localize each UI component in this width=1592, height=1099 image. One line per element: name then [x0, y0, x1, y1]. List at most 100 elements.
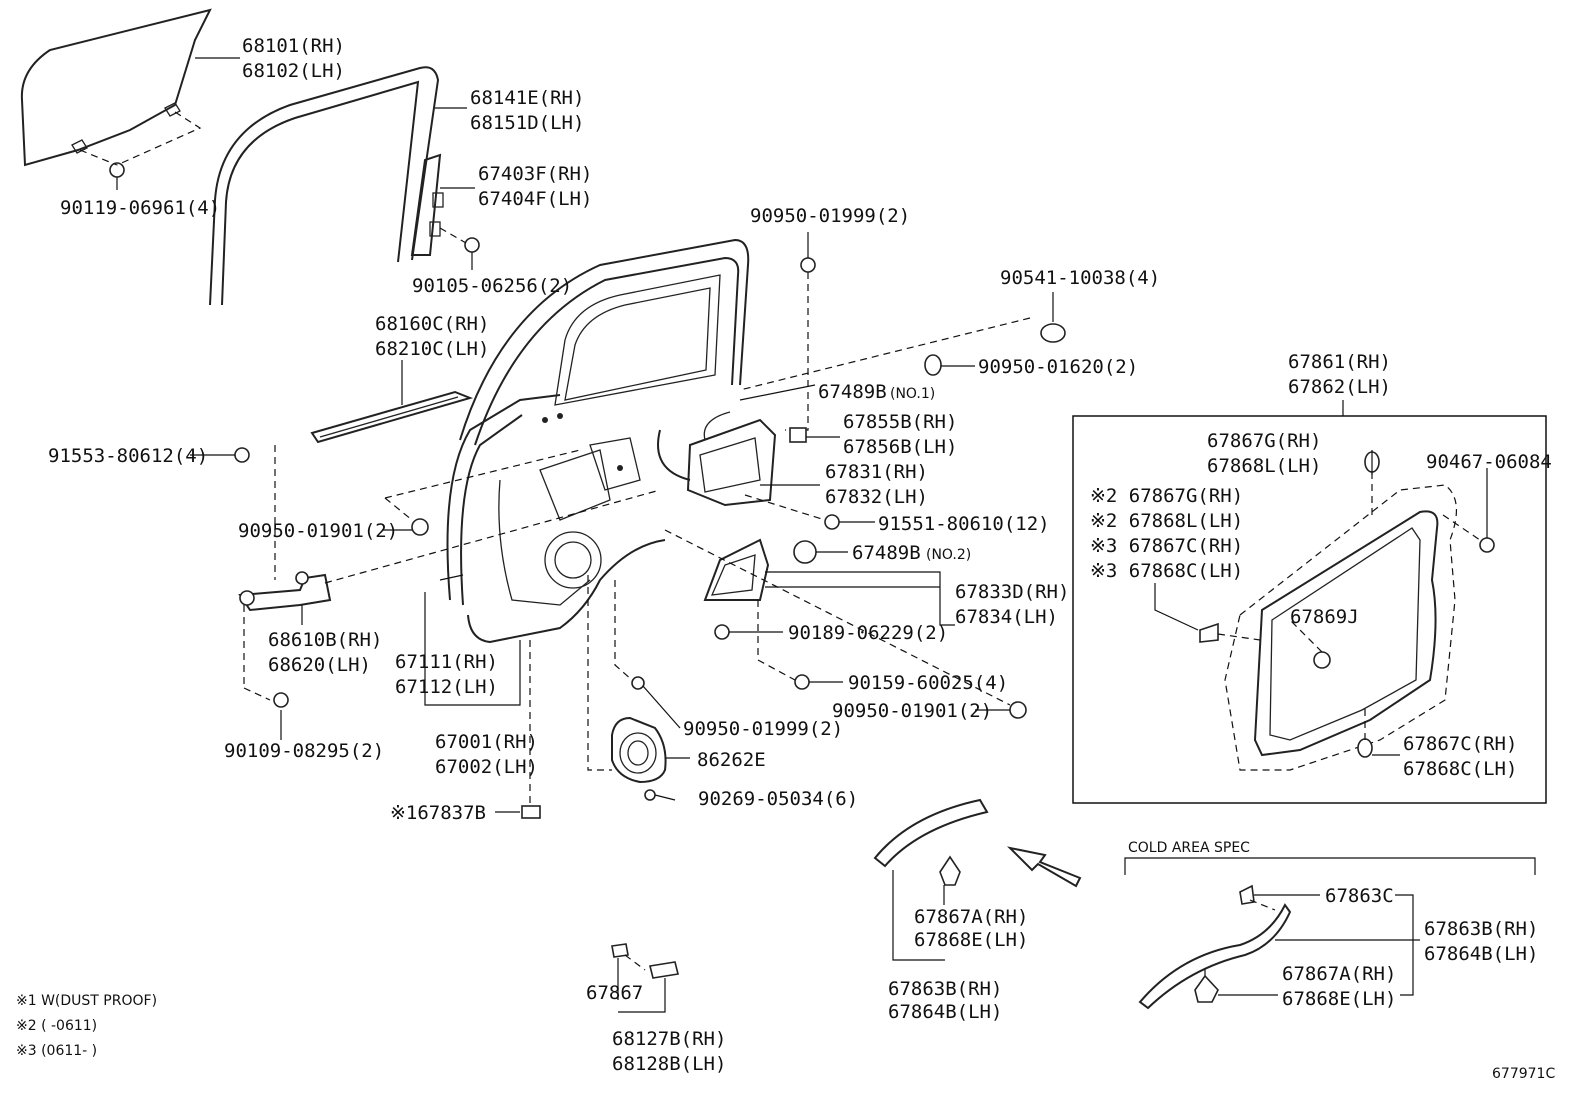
label-67403f: 67403F(RH)	[478, 163, 592, 185]
label-67867g-a: 67867G(RH)	[1207, 430, 1321, 452]
grommet-90950-01620-icon	[924, 354, 942, 376]
label-67856b: 67856B(LH)	[843, 436, 957, 458]
label-67867c-c: 67867C(RH)	[1403, 733, 1517, 755]
label-67868l-a: 67868L(LH)	[1207, 455, 1321, 477]
label-67489b-no2: 67489B	[852, 542, 921, 564]
label-67868c-c: 67868C(LH)	[1403, 758, 1517, 780]
label-68141e: 68141E(RH)	[470, 87, 584, 109]
label-67837b: ※167837B	[390, 802, 486, 824]
bolt-91553-icon	[234, 447, 250, 463]
note-2: ※2 ( -0611)	[16, 1018, 97, 1034]
note-3: ※3 (0611- )	[16, 1043, 97, 1059]
small-plug	[611, 943, 679, 979]
label-no1: (NO.1)	[890, 386, 935, 402]
label-67831: 67831(RH)	[825, 461, 928, 483]
clip-90950-01901-left-icon	[411, 518, 429, 536]
label-90105: 90105-06256(2)	[412, 275, 572, 297]
label-67867c-b: ※3 67867C(RH)	[1090, 535, 1243, 557]
label-67112: 67112(LH)	[395, 676, 498, 698]
label-90159: 90159-60025(4)	[848, 672, 1008, 694]
label-cold-area-spec: COLD AREA SPEC	[1128, 840, 1250, 856]
label-67867g-b: ※2 67867G(RH)	[1090, 485, 1243, 507]
label-67861: 67861(RH)	[1288, 351, 1391, 373]
label-90950-01901-left: 90950-01901(2)	[238, 520, 398, 542]
label-67863b-b: 67863B(RH)	[1424, 918, 1538, 940]
weatherstrip-box	[1072, 415, 1547, 804]
cover-67855b-icon	[789, 427, 807, 443]
door-handle	[703, 538, 770, 601]
label-90950-01620: 90950-01620(2)	[978, 356, 1138, 378]
label-67404f: 67404F(LH)	[478, 188, 592, 210]
label-90541: 90541-10038(4)	[1000, 267, 1160, 289]
label-67867a-b: 67867A(RH)	[1282, 963, 1396, 985]
label-91551: 91551-80610(12)	[878, 513, 1050, 535]
nut-90541-icon	[1040, 323, 1066, 343]
label-90467: 90467-06084	[1426, 451, 1552, 473]
label-90119: 90119-06961(4)	[60, 197, 220, 219]
speaker	[587, 575, 676, 801]
glass-run	[209, 66, 440, 306]
notes: ※1 W(DUST PROOF) ※2 ( -0611) ※3 (0611- )…	[16, 993, 1555, 1082]
label-91553: 91553-80612(4)	[48, 445, 208, 467]
label-67832: 67832(LH)	[825, 486, 928, 508]
label-67002: 67002(LH)	[435, 756, 538, 778]
label-86262e: 86262E	[697, 749, 766, 771]
figure-code: 677971C	[1492, 1066, 1555, 1082]
door-check	[238, 489, 661, 708]
plug-67837b-icon	[521, 805, 541, 819]
label-67489b-no1: 67489B	[818, 381, 887, 403]
label-68160c: 68160C(RH)	[375, 313, 489, 335]
label-68101: 68101(RH)	[242, 35, 345, 57]
clip-90950-01999-bottom-icon	[631, 676, 645, 690]
label-90269: 90269-05034(6)	[698, 788, 858, 810]
door-glass	[20, 8, 212, 167]
door-panel	[446, 238, 750, 644]
screw-90189-icon	[714, 624, 730, 640]
label-67833d: 67833D(RH)	[955, 581, 1069, 603]
label-67869j: 67869J	[1290, 606, 1359, 628]
door-lock	[657, 411, 777, 507]
label-90950-01999-top: 90950-01999(2)	[750, 205, 910, 227]
label-67001: 67001(RH)	[435, 731, 538, 753]
leader-lines	[190, 57, 1536, 1013]
plug-67489b-no2-icon	[793, 540, 817, 564]
label-67868e-b: 67868E(LH)	[1282, 988, 1396, 1010]
label-67868l-b: ※2 67868L(LH)	[1090, 510, 1243, 532]
bolt-90119	[79, 111, 202, 190]
label-67834: 67834(LH)	[955, 606, 1058, 628]
part-labels: 68101(RH) 68102(LH) 68141E(RH) 68151D(LH…	[48, 35, 1552, 1075]
arch-strip	[873, 798, 1082, 888]
cold-area-strip	[1138, 884, 1292, 1010]
clip-90950-01901-right-icon	[1009, 701, 1027, 719]
label-68127b: 68127B(RH)	[612, 1028, 726, 1050]
label-67111: 67111(RH)	[395, 651, 498, 673]
label-90109: 90109-08295(2)	[224, 740, 384, 762]
label-68620: 68620(LH)	[268, 654, 371, 676]
label-68102: 68102(LH)	[242, 60, 345, 82]
label-68210c: 68210C(LH)	[375, 338, 489, 360]
label-90950-01901-right: 90950-01901(2)	[832, 700, 992, 722]
label-67868e-a: 67868E(LH)	[914, 929, 1028, 951]
belt-moulding	[310, 390, 474, 444]
label-68151d: 68151D(LH)	[470, 112, 584, 134]
channel-67403f	[410, 153, 480, 256]
label-67864b-a: 67864B(LH)	[888, 1001, 1002, 1023]
label-67863b-a: 67863B(RH)	[888, 978, 1002, 1000]
label-67862: 67862(LH)	[1288, 376, 1391, 398]
label-68128b: 68128B(LH)	[612, 1053, 726, 1075]
label-67855b: 67855B(RH)	[843, 411, 957, 433]
label-90189: 90189-06229(2)	[788, 622, 948, 644]
clip-90950-01999-top-icon	[800, 257, 816, 273]
label-67864b-b: 67864B(LH)	[1424, 943, 1538, 965]
label-90950-01999-bottom: 90950-01999(2)	[683, 718, 843, 740]
label-67867a-a: 67867A(RH)	[914, 906, 1028, 928]
screw-91551-icon	[824, 514, 840, 530]
label-68610b: 68610B(RH)	[268, 629, 382, 651]
door-clips	[234, 257, 1066, 819]
label-no2: (NO.2)	[926, 547, 971, 563]
label-67867: 67867	[586, 982, 643, 1004]
label-67868c-b: ※3 67868C(LH)	[1090, 560, 1243, 582]
note-1: ※1 W(DUST PROOF)	[16, 993, 157, 1009]
bolt-90159-icon	[794, 674, 810, 690]
